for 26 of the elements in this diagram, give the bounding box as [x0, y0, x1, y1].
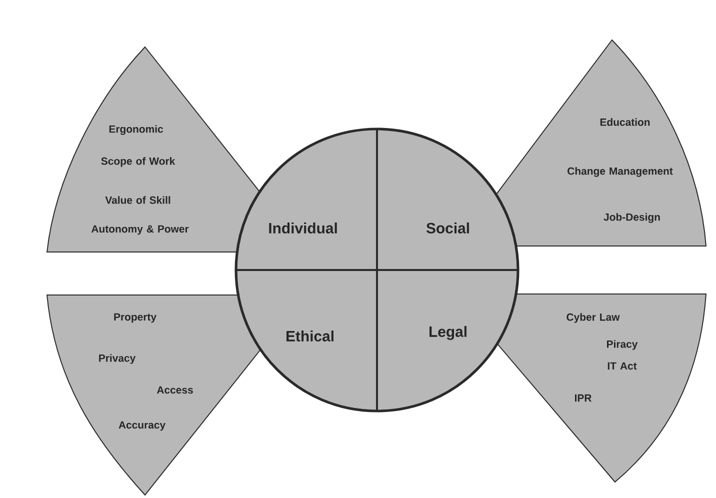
item-label: Property: [114, 313, 156, 323]
item-label: Scope of Work: [101, 157, 176, 167]
wedge-panel: [46, 46, 260, 252]
item-label: Job-Design: [604, 213, 660, 223]
item-label: Value of Skill: [105, 196, 170, 204]
item-label: Autonomy & Power: [91, 225, 189, 235]
wedge-panel: [496, 294, 706, 482]
node-label: Individual: [269, 222, 337, 234]
circle-quarter: Legal: [377, 270, 518, 411]
item-label: IPR: [574, 394, 592, 402]
item-label: Accuracy: [118, 421, 166, 431]
circle-quarter: Individual: [236, 129, 377, 270]
item-label: Piracy: [607, 340, 638, 350]
wedge-panel: [496, 40, 706, 246]
item-label: Access: [156, 386, 193, 394]
circle-quarter: Social: [377, 129, 518, 270]
node-label: Ethical: [286, 330, 334, 342]
item-label: Education: [600, 118, 650, 126]
item-label: Cyber Law: [566, 313, 620, 323]
item-label: Ergonomic: [109, 125, 163, 135]
node-label: Social: [426, 222, 469, 234]
wedge-panel: [46, 294, 262, 496]
item-label: Change Management: [568, 167, 673, 177]
item-label: IT Act: [608, 362, 637, 370]
circle-quarter: Ethical: [236, 270, 377, 411]
item-label: Privacy: [99, 354, 136, 364]
